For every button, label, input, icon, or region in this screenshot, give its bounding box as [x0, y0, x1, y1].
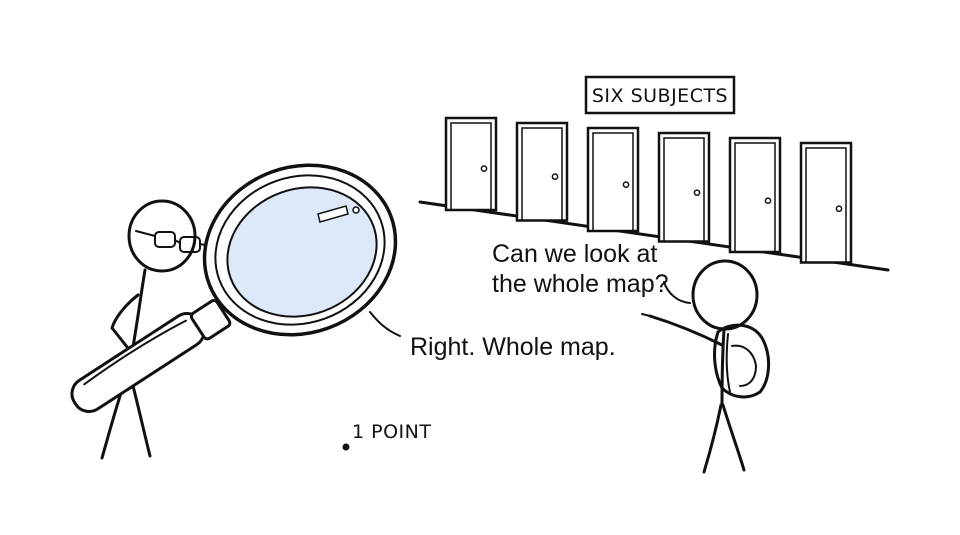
student-pointing-arm	[648, 314, 724, 347]
sign-text: SIX SUBJECTS	[592, 85, 728, 107]
door-4	[657, 131, 711, 243]
door-panel	[592, 132, 634, 232]
door-frame	[586, 126, 640, 233]
glasses-icon	[135, 230, 206, 253]
student-speech-line-1: Can we look at	[492, 240, 657, 268]
door-knob-icon	[693, 189, 701, 197]
student-figure	[641, 259, 770, 474]
student-head	[691, 259, 759, 331]
point-label: 1 POINT	[352, 421, 431, 443]
six-subjects-sign: SIX SUBJECTS	[584, 75, 736, 115]
backpack-icon	[713, 323, 770, 399]
door-knob-icon	[835, 205, 843, 213]
door-frame	[657, 131, 711, 243]
door-frame	[515, 121, 569, 222]
teacher-speech-tail	[369, 311, 401, 337]
door-knob-icon	[551, 173, 559, 180]
door-6	[799, 141, 853, 264]
student-right-leg	[721, 403, 746, 472]
door-2	[515, 121, 569, 222]
student-speech-line-2: the whole map?	[492, 270, 669, 298]
teacher-speech: Right. Whole map.	[410, 333, 616, 361]
door-frame	[799, 141, 853, 264]
door-frame	[444, 116, 498, 212]
door-3	[586, 126, 640, 233]
student-speech-tail	[663, 281, 691, 304]
door-knob-icon	[764, 197, 772, 205]
student-left-leg	[702, 403, 723, 474]
student-body	[720, 328, 726, 407]
door-wall: SIX SUBJECTS	[418, 75, 890, 272]
door-panel	[663, 137, 705, 243]
door-knob-icon	[480, 165, 488, 172]
door-panel	[521, 127, 563, 222]
door-knob-icon	[622, 181, 630, 188]
doors-group	[444, 116, 853, 264]
teacher-right-leg	[129, 376, 152, 458]
lens-glare	[317, 205, 349, 223]
door-1	[444, 116, 498, 212]
magnifying-glass-icon	[70, 163, 398, 413]
magnifier-lens	[226, 186, 378, 318]
door-panel	[450, 122, 492, 211]
door-panel	[805, 147, 847, 264]
point-dot	[342, 443, 350, 451]
door-5	[728, 136, 782, 254]
sign-board	[584, 75, 736, 115]
point-annotation: 1 POINT	[342, 421, 431, 451]
door-frame	[728, 136, 782, 254]
door-panel	[734, 142, 776, 253]
